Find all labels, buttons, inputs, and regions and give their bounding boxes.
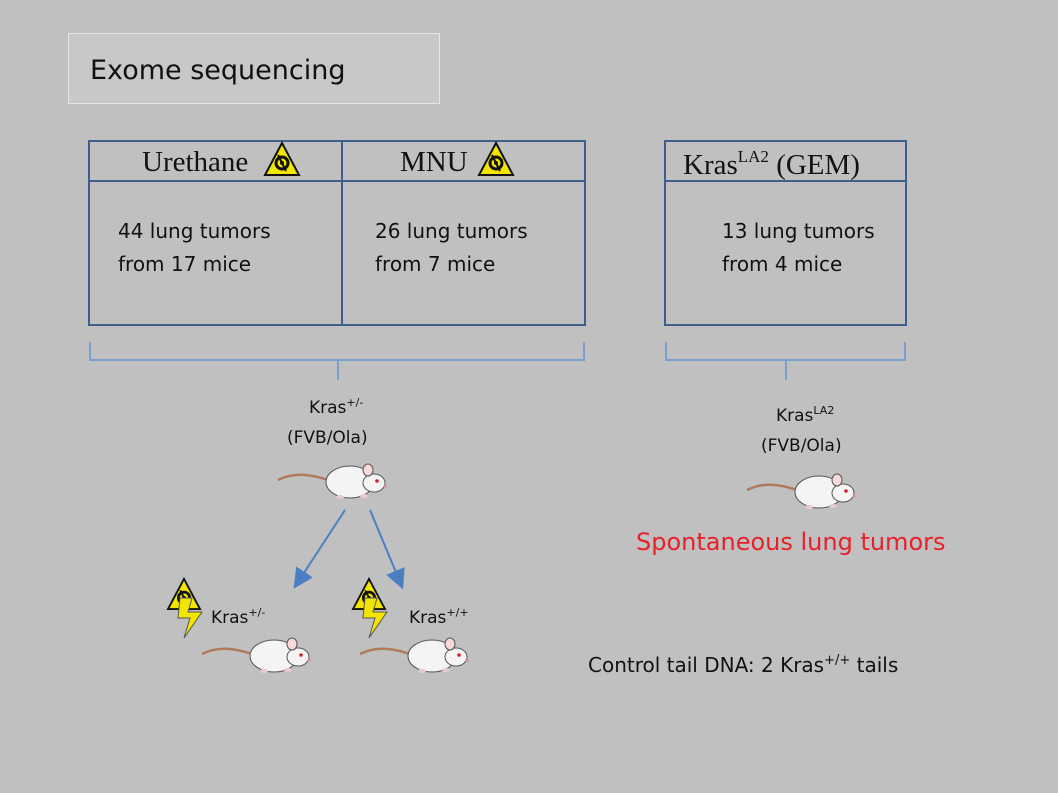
urethane-body: 44 lung tumors from 17 mice bbox=[118, 215, 271, 281]
mnu-header: MNU bbox=[400, 148, 468, 177]
gem-header-suffix: (GEM) bbox=[768, 149, 860, 181]
gem-tumors: 13 lung tumors bbox=[722, 219, 875, 243]
gem-body: 13 lung tumors from 4 mice bbox=[722, 215, 875, 281]
gem-panel bbox=[664, 140, 907, 326]
right-strain-gene: Kras bbox=[776, 406, 814, 426]
gem-header-sup: LA2 bbox=[737, 147, 769, 166]
hazard-icon bbox=[477, 140, 515, 176]
panel-header-divider bbox=[88, 180, 586, 182]
left-strain-gene: Kras bbox=[309, 398, 347, 418]
gem-header-divider bbox=[664, 180, 907, 182]
offspring-right-gene: Kras bbox=[409, 608, 447, 628]
urethane-tumors: 44 lung tumors bbox=[118, 219, 271, 243]
mouse-icon bbox=[746, 473, 856, 509]
gem-mice: from 4 mice bbox=[722, 252, 843, 276]
control-suffix: tails bbox=[850, 653, 899, 677]
control-prefix: Control tail DNA: 2 Kras bbox=[588, 653, 825, 677]
offspring-right-sup: +/+ bbox=[446, 606, 469, 619]
mnu-mice: from 7 mice bbox=[375, 252, 496, 276]
left-strain-sup: +/- bbox=[346, 396, 364, 409]
left-strain-genotype: Kras+/- bbox=[309, 396, 363, 418]
mouse-icon bbox=[201, 637, 311, 673]
mnu-tumors: 26 lung tumors bbox=[375, 219, 528, 243]
panel-column-divider bbox=[341, 140, 343, 326]
lightning-icon bbox=[362, 597, 388, 639]
mnu-body: 26 lung tumors from 7 mice bbox=[375, 215, 528, 281]
urethane-mice: from 17 mice bbox=[118, 252, 252, 276]
title-box bbox=[68, 33, 440, 104]
mnu-label: MNU bbox=[400, 146, 468, 178]
mouse-icon bbox=[359, 637, 469, 673]
lightning-icon bbox=[177, 597, 203, 639]
mouse-icon bbox=[277, 463, 387, 499]
offspring-left-genotype: Kras+/- bbox=[211, 606, 265, 628]
slide-title: Exome sequencing bbox=[90, 55, 346, 86]
urethane-label: Urethane bbox=[142, 146, 249, 178]
hazard-icon bbox=[263, 140, 301, 176]
urethane-header: Urethane bbox=[142, 148, 248, 177]
gem-header: KrasLA2 (GEM) bbox=[683, 148, 860, 180]
control-sup: +/+ bbox=[824, 653, 851, 668]
control-text: Control tail DNA: 2 Kras+/+ tails bbox=[588, 653, 898, 677]
carcinogen-panel bbox=[88, 140, 586, 326]
right-strain-background: (FVB/Ola) bbox=[761, 436, 842, 456]
offspring-right-genotype: Kras+/+ bbox=[409, 606, 469, 628]
gem-header-base: Kras bbox=[683, 149, 738, 181]
right-strain-genotype: KrasLA2 bbox=[776, 404, 834, 426]
right-strain-sup: LA2 bbox=[813, 404, 835, 417]
offspring-left-sup: +/- bbox=[248, 606, 266, 619]
spontaneous-label: Spontaneous lung tumors bbox=[636, 528, 946, 556]
offspring-left-gene: Kras bbox=[211, 608, 249, 628]
left-strain-background: (FVB/Ola) bbox=[287, 428, 368, 448]
